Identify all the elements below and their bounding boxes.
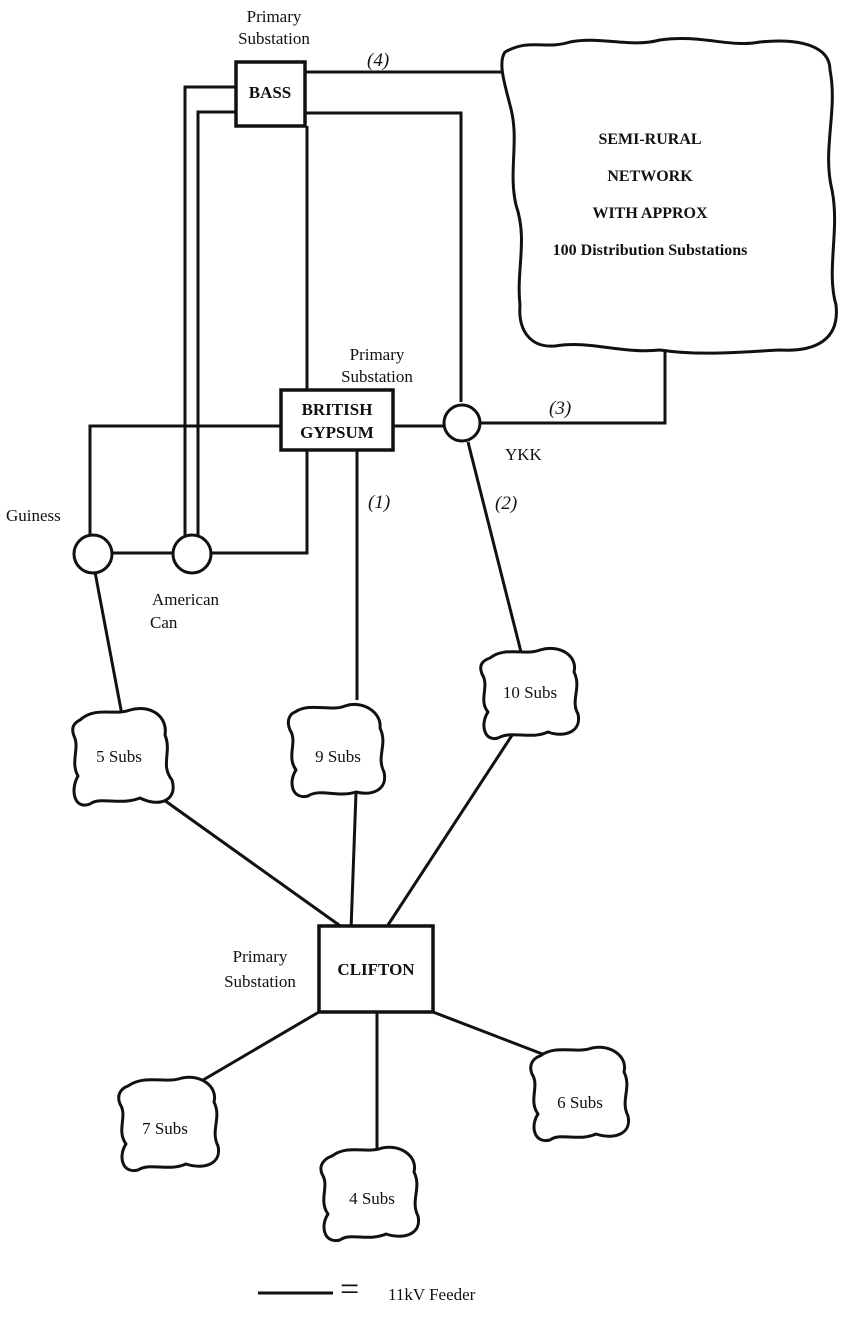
legend: = 11kV Feeder	[258, 1271, 476, 1308]
switching-nodes: Guiness American Can YKK	[6, 403, 543, 632]
subs-group-4: 4 Subs	[319, 1145, 421, 1243]
bass-american-can-feeder-inner	[196, 110, 236, 545]
bass-caption-line-1: Primary	[247, 7, 302, 26]
feeder-3-line	[479, 350, 667, 425]
bass-substation: Primary Substation BASS	[234, 7, 310, 128]
subs-group-9: 9 Subs	[286, 703, 387, 799]
feeder-numbers: (4) (3) (1) (2)	[367, 50, 571, 514]
gypsum-caption-line-1: Primary	[350, 345, 405, 364]
feeder-3-label: (3)	[549, 398, 571, 419]
gypsum-label-line-1: BRITISH	[302, 400, 373, 419]
british-gypsum-substation: Primary Substation BRITISH GYPSUM	[279, 345, 413, 452]
american-can-label-line-2: Can	[150, 613, 178, 632]
semi-rural-network: SEMI-RURAL NETWORK WITH APPROX 100 Distr…	[500, 36, 838, 355]
subs-group-6-shape	[529, 1045, 631, 1143]
bass-ykk-line	[305, 111, 463, 402]
subs-group-4-shape	[319, 1145, 421, 1243]
ykk-label: YKK	[505, 445, 543, 464]
bass-box	[234, 60, 307, 128]
american-can-label-line-1: American	[152, 590, 220, 609]
legend-equals: =	[340, 1271, 359, 1308]
subs-group-4-label: 4 Subs	[349, 1189, 395, 1208]
feeder-4-label: (4)	[367, 50, 389, 71]
ykk-node	[442, 403, 482, 443]
bass-american-can-feeder-outer	[183, 85, 236, 545]
5subs-clifton-line	[149, 788, 347, 932]
clifton-6subs-line	[432, 1010, 546, 1057]
semi-rural-cloud-shape	[500, 36, 838, 355]
feeder-1-label: (1)	[368, 492, 390, 513]
clifton-caption-line-1: Primary	[233, 947, 288, 966]
subs-group-7-label: 7 Subs	[142, 1119, 188, 1138]
10subs-clifton-line	[386, 719, 524, 926]
subs-group-10-label: 10 Subs	[503, 683, 557, 702]
bass-caption-line-2: Substation	[238, 29, 310, 48]
legend-label: 11kV Feeder	[388, 1285, 476, 1304]
gypsum-caption-line-2: Substation	[341, 367, 413, 386]
semi-rural-line-3: WITH APPROX	[592, 205, 708, 222]
feeder-2-line	[466, 441, 523, 653]
clifton-substation: Primary Substation CLIFTON	[224, 924, 435, 1014]
american-can-node	[171, 533, 213, 575]
clifton-label: CLIFTON	[337, 960, 415, 979]
guiness-label: Guiness	[6, 506, 61, 525]
subs-group-9-shape	[286, 703, 387, 799]
british-gypsum-box	[279, 388, 395, 452]
semi-rural-line-1: SEMI-RURAL	[598, 131, 701, 148]
subs-group-7-shape	[117, 1075, 221, 1173]
subs-group-5-shape	[71, 707, 175, 807]
gypsum-guiness-line	[88, 424, 281, 545]
bass-label: BASS	[249, 83, 292, 102]
subs-group-9-label: 9 Subs	[315, 747, 361, 766]
semi-rural-line-4: 100 Distribution Substations	[553, 242, 748, 259]
gypsum-label-line-2: GYPSUM	[300, 423, 374, 442]
clifton-7subs-line	[197, 1010, 320, 1085]
subs-group-7: 7 Subs	[117, 1075, 221, 1173]
gypsum-american-can-line	[211, 450, 309, 555]
feeder-2-label: (2)	[495, 493, 517, 514]
clifton-caption-line-2: Substation	[224, 972, 296, 991]
subs-group-6-label: 6 Subs	[557, 1093, 603, 1112]
guiness-node	[72, 533, 114, 575]
subs-group-6: 6 Subs	[529, 1045, 631, 1143]
clifton-box	[317, 924, 435, 1014]
subs-group-10-shape	[479, 647, 581, 741]
subs-group-10: 10 Subs	[479, 647, 581, 741]
guiness-5subs-line	[93, 571, 124, 716]
subs-group-5: 5 Subs	[71, 707, 175, 807]
subs-group-5-label: 5 Subs	[96, 747, 142, 766]
feeder-lines	[88, 70, 667, 1150]
semi-rural-line-2: NETWORK	[607, 168, 693, 185]
